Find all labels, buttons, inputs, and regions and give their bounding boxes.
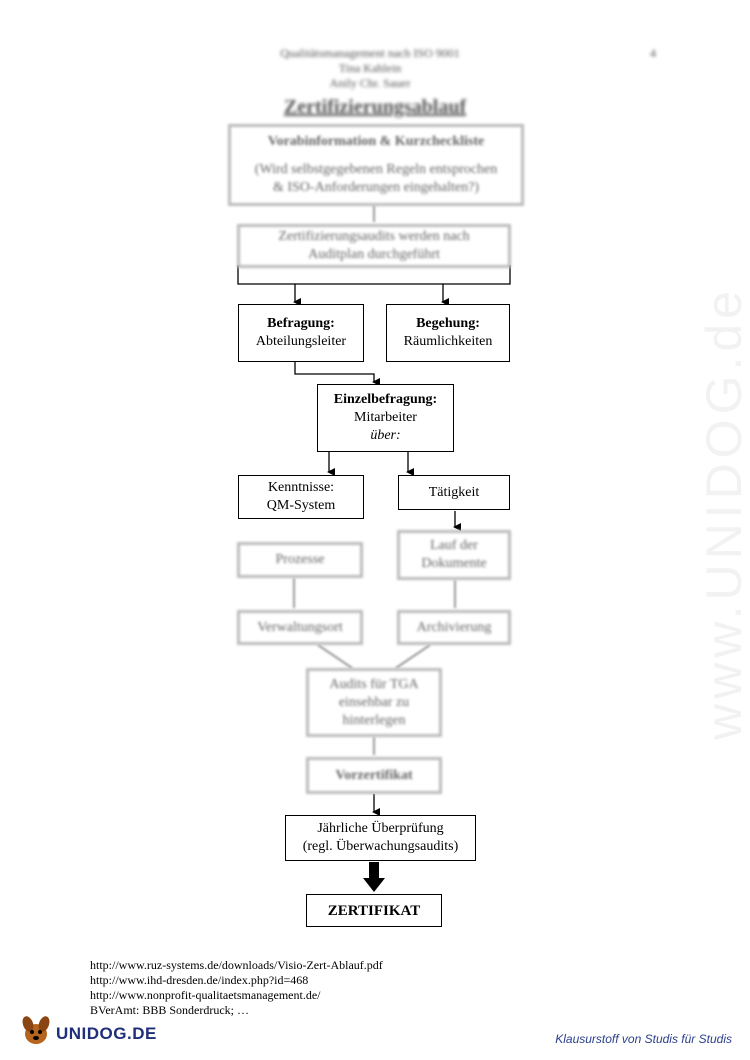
box-audits-tga: Audits für TGA einsehbar zu hinterlegen xyxy=(306,668,442,737)
connector xyxy=(317,644,353,669)
jaehrlich-line-1: Jährliche Überprüfung xyxy=(317,821,444,836)
box-vorzertifikat: Vorzertifikat xyxy=(306,757,442,794)
befragung-sub: Abteilungsleiter xyxy=(255,334,347,349)
lauf-line-2: Dokumente xyxy=(421,556,487,571)
page-title: Zertifizierungsablauf xyxy=(283,96,467,118)
box-jaehrliche-ueberpruefung: Jährliche Überprüfung (regl. Überwachung… xyxy=(285,815,476,861)
archiv-label: Archivierung xyxy=(416,619,492,635)
unidog-logo: UNIDOG.DE xyxy=(18,1016,168,1050)
einzel-italic: über: xyxy=(370,428,401,443)
box-zertifikat: ZERTIFIKAT xyxy=(306,894,442,927)
verwaltung-label: Verwaltungsort xyxy=(257,619,343,635)
box-vorabinformation: Vorabinformation & Kurzcheckliste (Wird … xyxy=(228,124,524,206)
begehung-sub: Räumlichkeiten xyxy=(403,334,493,349)
box-lauf-der-dokumente: Lauf der Dokumente xyxy=(397,530,511,580)
reference-link[interactable]: http://www.ruz-systems.de/downloads/Visi… xyxy=(90,958,383,972)
box-kenntnisse: Kenntnisse: QM-System xyxy=(238,475,364,519)
kenntnisse-line-1: Kenntnisse: xyxy=(267,480,335,495)
box-prozesse: Prozesse xyxy=(237,542,363,578)
befragung-title: Befragung: xyxy=(267,316,335,331)
logo-text: UNIDOG.DE xyxy=(56,1024,157,1043)
connector xyxy=(395,644,431,669)
thick-arrow xyxy=(363,862,385,892)
box-taetigkeit: Tätigkeit xyxy=(398,475,510,510)
header-line-1: Qualitätsmanagement nach ISO 9001 xyxy=(280,46,460,60)
box-einzelbefragung: Einzelbefragung: Mitarbeiter über: xyxy=(317,384,454,452)
box-begehung: Begehung: Räumlichkeiten xyxy=(386,304,510,362)
vorab-sub-1: (Wird selbstgegebenen Regeln entsprochen xyxy=(254,162,498,177)
lauf-line-1: Lauf der xyxy=(430,538,478,553)
connector xyxy=(294,362,380,386)
box-befragung: Befragung: Abteilungsleiter xyxy=(238,304,364,362)
vorab-sub-2: & ISO-Anforderungen eingehalten?) xyxy=(272,180,480,195)
page-number: 4 xyxy=(650,46,656,60)
dog-mascot-icon xyxy=(22,1016,50,1044)
references-list: http://www.ruz-systems.de/downloads/Visi… xyxy=(90,958,590,1018)
prozesse-label: Prozesse xyxy=(275,552,325,567)
zertifikat-label: ZERTIFIKAT xyxy=(327,902,421,919)
kenntnisse-line-2: QM-System xyxy=(266,498,336,513)
reference-text: BVerAmt: BBB Sonderdruck; … xyxy=(90,1003,249,1017)
audits-tga-line-2: einsehbar zu xyxy=(338,694,410,710)
einzel-sub: Mitarbeiter xyxy=(354,410,417,425)
audits-tga-line-3: hinterlegen xyxy=(342,712,406,728)
box-archivierung: Archivierung xyxy=(397,610,511,645)
reference-link[interactable]: http://www.ihd-dresden.de/index.php?id=4… xyxy=(90,973,309,987)
page-header: Qualitätsmanagement nach ISO 9001 Tina K… xyxy=(220,46,520,91)
audits-tga-line-1: Audits für TGA xyxy=(329,676,419,692)
box-verwaltungsort: Verwaltungsort xyxy=(237,610,363,645)
jaehrlich-line-2: (regl. Überwachungsaudits) xyxy=(302,839,459,854)
taetigkeit-label: Tätigkeit xyxy=(428,484,480,500)
vorzertifikat-label: Vorzertifikat xyxy=(335,767,413,783)
footer-tagline: Klausurstoff von Studis für Studis xyxy=(555,1032,732,1046)
header-line-2: Tina Kahlein xyxy=(338,61,402,75)
box-zertifizierungsaudits: Zertifizierungsaudits werden nach Auditp… xyxy=(237,224,511,268)
audits-line-1: Zertifizierungsaudits werden nach xyxy=(278,229,470,244)
connector xyxy=(237,265,511,285)
einzel-title: Einzelbefragung: xyxy=(333,392,438,407)
reference-link[interactable]: http://www.nonprofit-qualitaetsmanagemen… xyxy=(90,988,321,1002)
vorab-title: Vorabinformation & Kurzcheckliste xyxy=(267,134,485,149)
begehung-title: Begehung: xyxy=(416,316,480,331)
header-line-3: Anily Chr. Sauer xyxy=(329,76,411,90)
audits-line-2: Auditplan durchgeführt xyxy=(308,247,440,262)
